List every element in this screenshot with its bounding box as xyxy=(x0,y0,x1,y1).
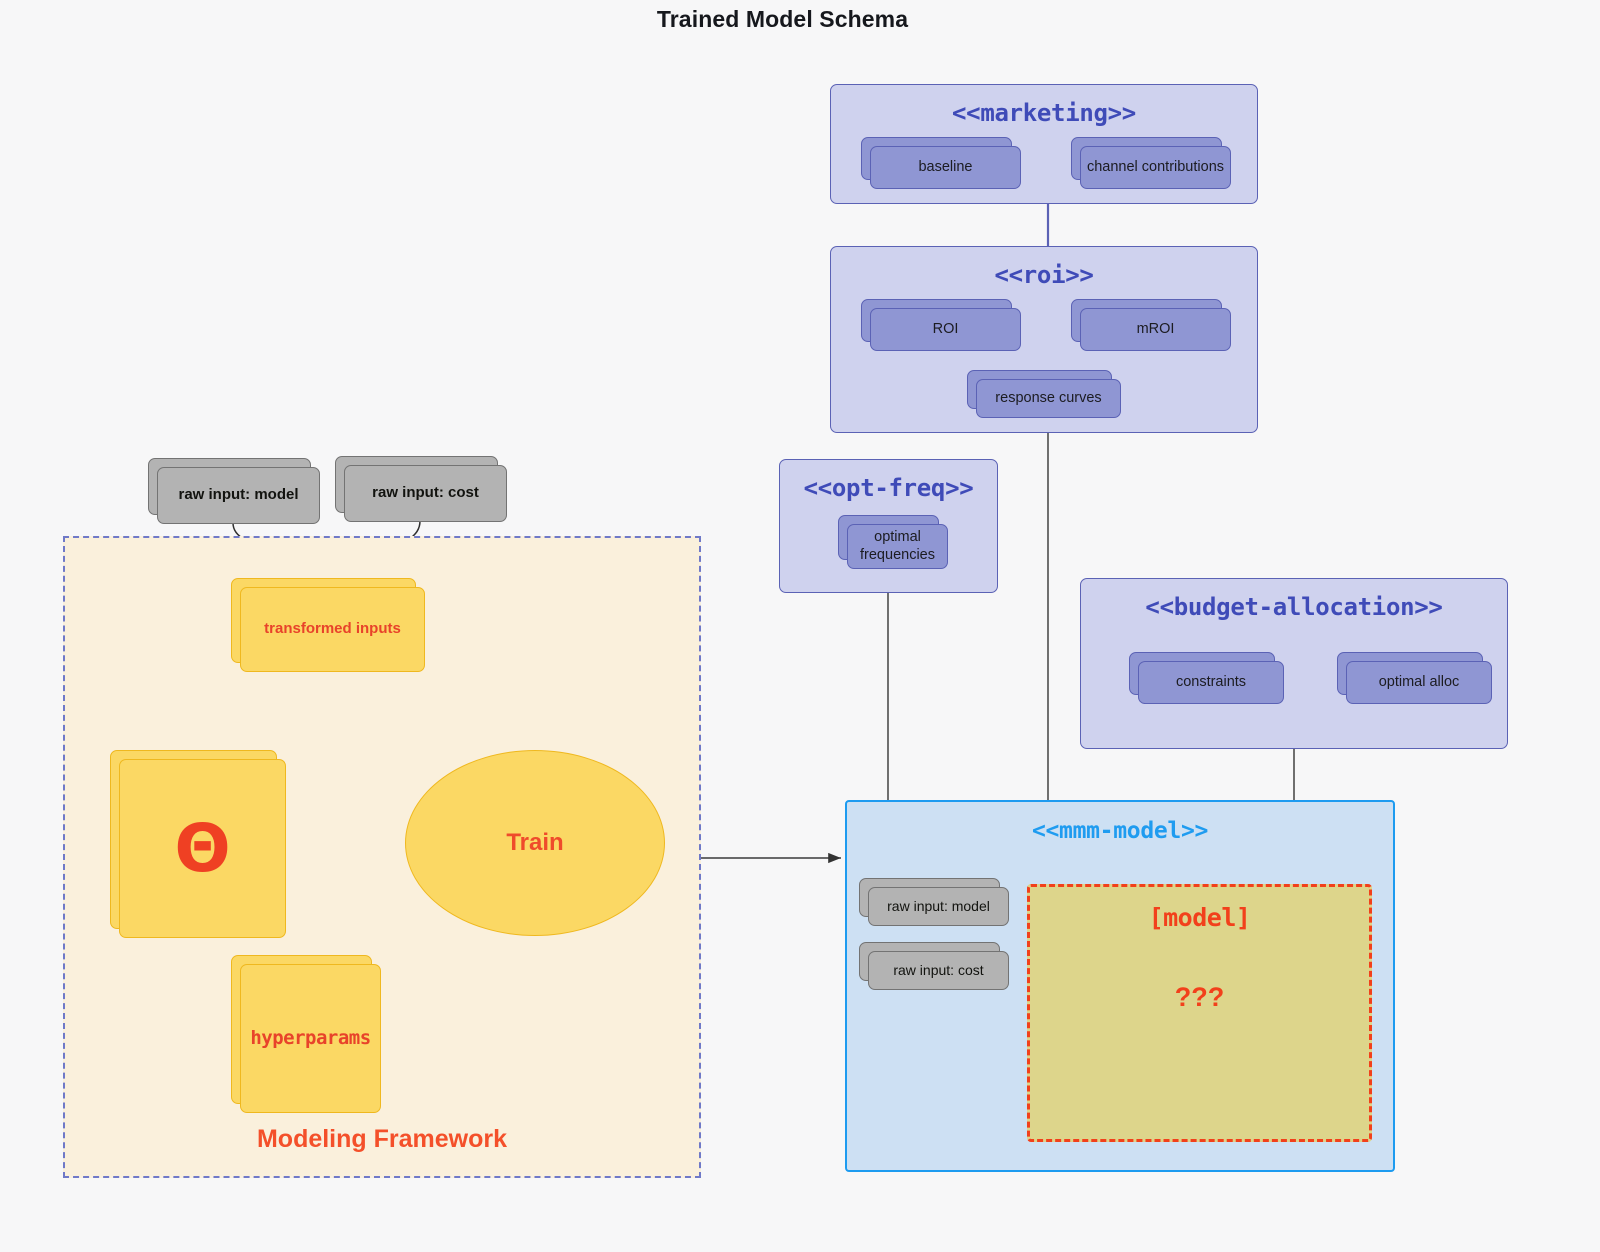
node-raw-input-cost[interactable]: raw input: cost xyxy=(335,456,507,522)
node-theta[interactable]: Θ xyxy=(110,750,286,938)
model-region-title: [model] xyxy=(1148,903,1251,932)
node-raw-input-model-label: raw input: model xyxy=(157,467,320,524)
node-constraints[interactable]: constraints xyxy=(1129,652,1284,704)
node-constraints-label: constraints xyxy=(1138,661,1284,704)
group-marketing[interactable]: <<marketing>> baseline channel contribut… xyxy=(830,84,1258,204)
group-opt-freq-title: <<opt-freq>> xyxy=(803,474,974,502)
node-channel-contributions[interactable]: channel contributions xyxy=(1071,137,1231,189)
node-theta-content: Θ xyxy=(119,759,286,938)
node-mmm-raw-input-model-label: raw input: model xyxy=(868,887,1009,926)
node-raw-input-model[interactable]: raw input: model xyxy=(148,458,320,524)
group-roi[interactable]: <<roi>> ROI mROI response curves xyxy=(830,246,1258,433)
group-mmm-model-title: <<mmm-model>> xyxy=(1031,818,1209,844)
node-hyperparams[interactable]: hyperparams xyxy=(231,955,381,1113)
node-mroi-label: mROI xyxy=(1080,308,1231,351)
node-optimal-alloc[interactable]: optimal alloc xyxy=(1337,652,1492,704)
group-budget-allocation[interactable]: <<budget-allocation>> constraints optima… xyxy=(1080,578,1508,749)
framework-label: Modeling Framework xyxy=(256,1125,508,1153)
node-optimal-frequencies-label: optimal frequencies xyxy=(847,524,948,569)
theta-icon: Θ xyxy=(174,809,231,887)
group-mmm-model[interactable]: <<mmm-model>> raw input: model raw input… xyxy=(845,800,1395,1172)
node-optimal-frequencies-line2: frequencies xyxy=(860,546,935,563)
node-optimal-frequencies[interactable]: optimal frequencies xyxy=(838,515,948,569)
node-response-curves[interactable]: response curves xyxy=(967,370,1121,418)
node-baseline[interactable]: baseline xyxy=(861,137,1021,189)
group-opt-freq[interactable]: <<opt-freq>> optimal frequencies xyxy=(779,459,998,593)
node-hyperparams-label: hyperparams xyxy=(240,964,381,1113)
node-baseline-label: baseline xyxy=(870,146,1021,189)
node-response-curves-label: response curves xyxy=(976,379,1121,418)
model-region[interactable]: [model] ??? xyxy=(1027,884,1372,1142)
node-roi-label: ROI xyxy=(870,308,1021,351)
group-budget-allocation-title: <<budget-allocation>> xyxy=(1145,593,1443,621)
node-raw-input-cost-label: raw input: cost xyxy=(344,465,507,522)
model-region-unknown: ??? xyxy=(1174,982,1225,1012)
node-mmm-raw-input-cost[interactable]: raw input: cost xyxy=(859,942,1009,990)
node-channel-contributions-label: channel contributions xyxy=(1080,146,1231,189)
node-train[interactable]: Train xyxy=(405,750,665,936)
node-roi[interactable]: ROI xyxy=(861,299,1021,351)
node-transformed-inputs-label: transformed inputs xyxy=(240,587,425,672)
node-optimal-alloc-label: optimal alloc xyxy=(1346,661,1492,704)
node-mroi[interactable]: mROI xyxy=(1071,299,1231,351)
page-title: Trained Model Schema xyxy=(656,6,909,32)
node-mmm-raw-input-model[interactable]: raw input: model xyxy=(859,878,1009,926)
node-mmm-raw-input-cost-label: raw input: cost xyxy=(868,951,1009,990)
node-train-label: Train xyxy=(506,829,564,856)
group-roi-title: <<roi>> xyxy=(994,261,1094,289)
group-marketing-title: <<marketing>> xyxy=(952,99,1136,127)
node-optimal-frequencies-line1: optimal xyxy=(874,528,921,545)
node-transformed-inputs[interactable]: transformed inputs xyxy=(231,578,425,672)
